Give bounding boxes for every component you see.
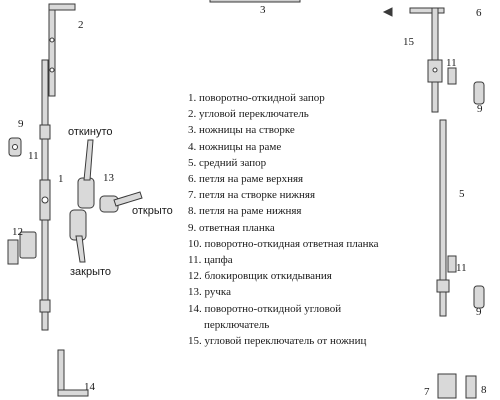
callout-8: 8	[481, 384, 487, 396]
callout-9-right-top: 9	[477, 103, 483, 115]
pin-right-bottom	[447, 255, 457, 273]
callout-9-right-bottom: 9	[476, 306, 482, 318]
callout-3: 3	[260, 4, 266, 16]
handle-tilted	[77, 139, 95, 209]
legend-item: 1. поворотно-откидной запор	[188, 92, 325, 104]
legend-item: 12. блокировщик откидывания	[188, 270, 332, 283]
tilt-turn-lock-rod	[39, 59, 51, 331]
callout-1: 1	[58, 173, 64, 185]
legend-item: 8. петля на раме нижняя	[188, 205, 302, 218]
callout-11-right-top: 11	[446, 57, 457, 69]
legend-item: 4. ножницы на раме	[188, 140, 282, 153]
callout-14: 14	[84, 381, 95, 393]
corner-switch-bottom-left	[57, 349, 89, 397]
label-open: открыто	[132, 205, 173, 217]
callout-11-left: 11	[28, 150, 39, 162]
callout-12: 12	[12, 226, 23, 238]
strike-plate-right-bottom	[473, 285, 485, 309]
legend-item: 9. ответная планка	[188, 221, 275, 234]
strike-plate-right-top	[473, 81, 485, 105]
pin-right-top	[447, 67, 457, 85]
middle-lock-rod	[436, 119, 450, 317]
strike-plate-left	[8, 137, 22, 157]
callout-11-right-bottom: 11	[456, 262, 467, 274]
legend-item: 6. петля на раме верхняя	[188, 173, 304, 186]
callout-5: 5	[459, 188, 465, 200]
parts-legend: 1. поворотно-откидной запор 2. угловой п…	[188, 90, 438, 349]
legend-item: 2. угловой переключатель	[188, 108, 309, 121]
tilt-blocker	[7, 231, 37, 265]
label-closed: закрыто	[70, 266, 112, 278]
legend-item-continued: перключатель	[204, 318, 270, 331]
legend-item: 10. поворотно-откидная ответная планка	[188, 237, 379, 250]
legend-item: 11. цапфа	[188, 254, 233, 267]
handle-closed	[69, 209, 87, 263]
legend-item: 5. средний запор	[188, 156, 267, 169]
callout-7: 7	[424, 386, 430, 398]
label-tilted: откинуто	[68, 126, 113, 138]
corner-switch-top-right	[409, 7, 445, 113]
callout-2: 2	[78, 19, 84, 31]
callout-9-left: 9	[18, 118, 24, 130]
arrow-icon	[382, 7, 393, 17]
legend-item: 14. поворотно-откидной угловой	[188, 302, 342, 315]
callout-13: 13	[103, 172, 114, 184]
legend-item: 3. ножницы на створке	[188, 124, 295, 137]
hinge-sash-bottom	[437, 373, 457, 399]
handle-open	[99, 191, 143, 213]
sash-scissors	[209, 0, 301, 3]
legend-item: 7. петля на створке нижняя	[188, 189, 316, 202]
callout-15: 15	[403, 36, 414, 48]
hinge-frame-bottom	[465, 375, 477, 399]
corner-switch-top-left	[48, 3, 76, 97]
callout-6: 6	[476, 7, 482, 19]
legend-item: 15. угловой переключатель от ножниц	[188, 335, 367, 348]
legend-item: 13. ручка	[188, 286, 231, 299]
